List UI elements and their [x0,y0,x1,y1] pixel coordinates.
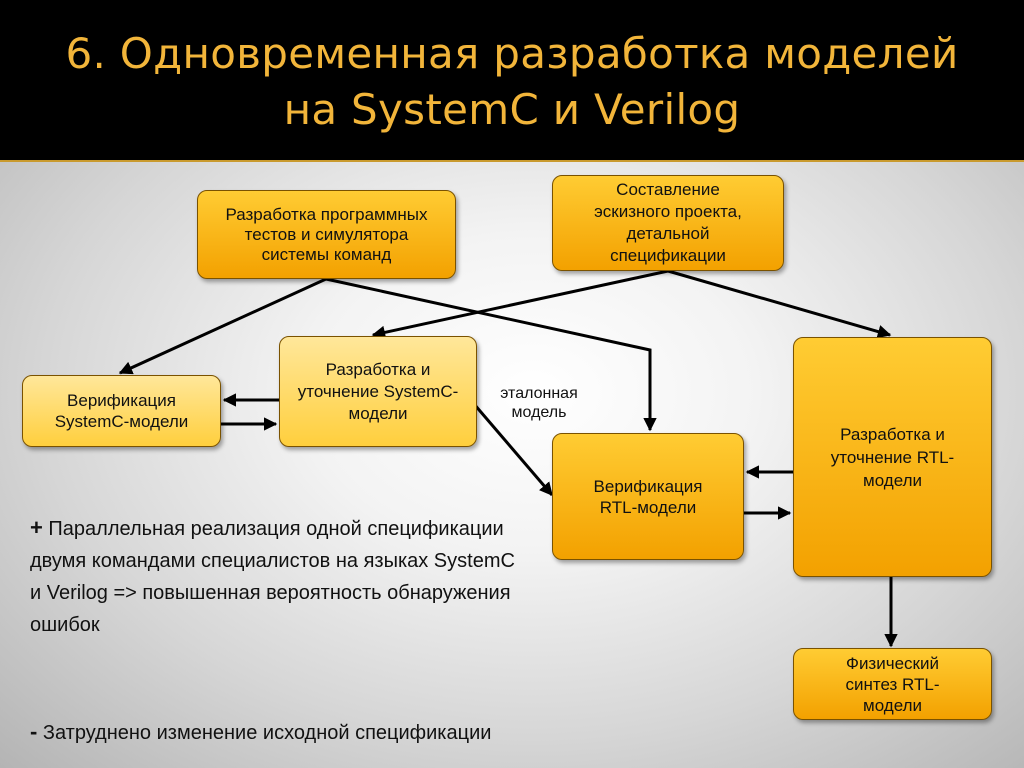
box-rtl-development: Разработка и уточнение RTL-модели [793,337,992,577]
title-bar [0,0,1024,160]
title-line-1: 6. Одновременная разработка моделей [65,29,959,78]
title-divider [0,160,1024,162]
advantage-text: Параллельная реализация одной спецификац… [30,518,515,636]
box-rtl-verification: Верификация RTL-модели [552,433,744,560]
title-line-2: на SystemC и Verilog [283,85,741,134]
minus-sign: - [30,719,38,744]
box-systemc-verification: Верификация SystemC-модели [22,375,221,447]
plus-sign: + [30,515,43,540]
box-physical-synthesis: Физический синтез RTL-модели [793,648,992,720]
arrow-tests-to-verif-rtl [325,277,657,432]
arrow-spec-to-dev-rtl [667,269,892,339]
arrow-spec-to-dev-sc [371,269,669,340]
arrow-dev-sc-to-verif-rtl [472,403,554,497]
slide-title: 6. Одновременная разработка моделей на S… [0,26,1024,138]
arrow-tests-to-verif-sc [118,277,327,375]
box-systemc-development: Разработка и уточнение SystemC-модели [279,336,477,447]
label-reference-model: эталонная модель [500,385,578,421]
disadvantage-text: Затруднено изменение исходной спецификац… [42,722,492,744]
box-specification: Составление эскизного проекта, детальной… [552,175,784,271]
box-test-development: Разработка программных тестов и симулято… [197,190,456,279]
note-advantage: + Параллельная реализация одной специфик… [30,512,530,641]
note-disadvantage: - Затруднено изменение исходной специфик… [30,716,630,749]
